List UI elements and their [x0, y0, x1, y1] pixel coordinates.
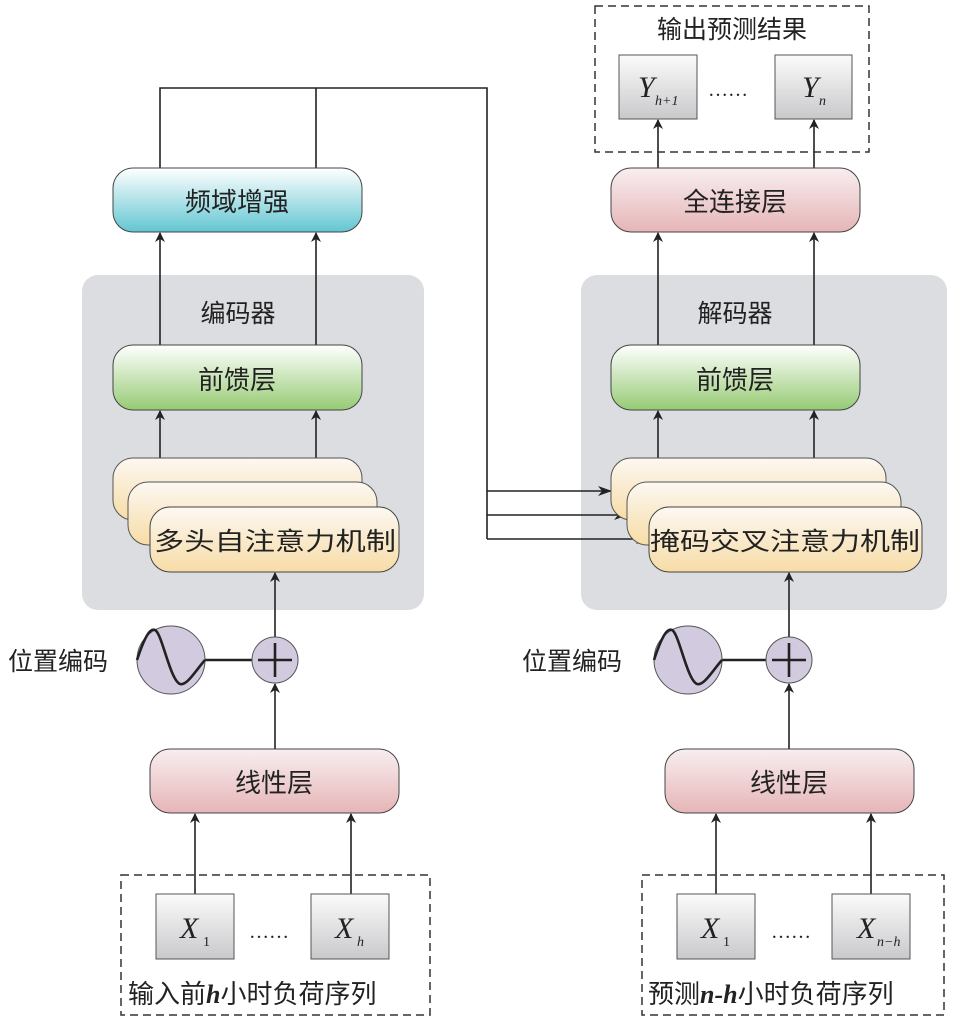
token-subscript: 1: [203, 935, 210, 950]
decoder-linear-label: 线性层: [750, 769, 828, 799]
decoder-input-group-label: 预测n-h小时负荷序列: [648, 980, 894, 1010]
output-ellipsis: ……: [708, 79, 748, 101]
encoder-input-xh: X h: [310, 893, 390, 960]
decoder-sine-icon: [652, 625, 723, 695]
decoder-linear-block: 线性层: [664, 748, 915, 814]
token-symbol: Y: [638, 71, 658, 104]
decoder-input-xn: X n−h: [831, 893, 911, 960]
token-symbol: X: [179, 912, 200, 945]
connectors: [155, 87, 876, 894]
attention-head-front: [149, 506, 400, 573]
token-symbol: X: [856, 912, 877, 945]
decoder-ffn-block: 前馈层: [610, 344, 861, 411]
decoder-attention-stack: 掩码交叉注意力机制: [610, 457, 923, 573]
decoder-add-icon: [765, 636, 813, 684]
encoder-sine-icon: [135, 625, 206, 695]
decoder-input-x1: X 1: [676, 893, 756, 960]
token-symbol: X: [334, 912, 355, 945]
encoder-linear-block: 线性层: [149, 748, 400, 814]
encoder-ffn-label: 前馈层: [198, 366, 276, 396]
encoder-label: 编码器: [200, 299, 275, 328]
attention-head-front: [648, 506, 923, 573]
output-group: [594, 5, 870, 153]
output-group-label: 输出预测结果: [657, 15, 807, 44]
encoder-ffn-block: 前馈层: [112, 344, 363, 411]
output-y-n: Y n: [774, 54, 853, 120]
output-y-h1: Y h+1: [618, 54, 698, 120]
encoder-pos-encoding-label: 位置编码: [8, 647, 108, 676]
encoder-input-ellipsis: ……: [249, 921, 289, 943]
decoder-input-group: [641, 874, 945, 1016]
freq-enhance-block: 频域增强: [112, 167, 363, 233]
token-subscript: n: [819, 94, 826, 109]
token-subscript: h+1: [655, 94, 678, 109]
token-symbol: X: [700, 912, 721, 945]
freq-enhance-label: 频域增强: [185, 188, 289, 218]
encoder-input-group: [120, 874, 431, 1016]
encoder-add-icon: [251, 636, 299, 684]
token-subscript: 1: [723, 935, 730, 950]
encoder-attention-stack: 多头自注意力机制: [112, 457, 400, 573]
freq-to-decoder-line: [159, 87, 488, 539]
encoder-input-x1: X 1: [155, 893, 235, 960]
fully-connected-label: 全连接层: [683, 188, 787, 218]
encoder-input-group-label: 输入前h小时负荷序列: [128, 980, 377, 1010]
encoder-linear-label: 线性层: [235, 769, 313, 799]
token-subscript: h: [357, 935, 364, 950]
decoder-label: 解码器: [697, 299, 772, 328]
encoder-attention-label: 多头自注意力机制: [154, 527, 396, 556]
decoder-pos-encoding-label: 位置编码: [522, 647, 622, 676]
fully-connected-block: 全连接层: [610, 167, 861, 233]
decoder-ffn-label: 前馈层: [696, 366, 774, 396]
decoder-attention-label: 掩码交叉注意力机制: [650, 527, 920, 556]
token-symbol: Y: [802, 71, 822, 104]
token-subscript: n−h: [877, 935, 900, 950]
decoder-input-ellipsis: ……: [771, 921, 811, 943]
